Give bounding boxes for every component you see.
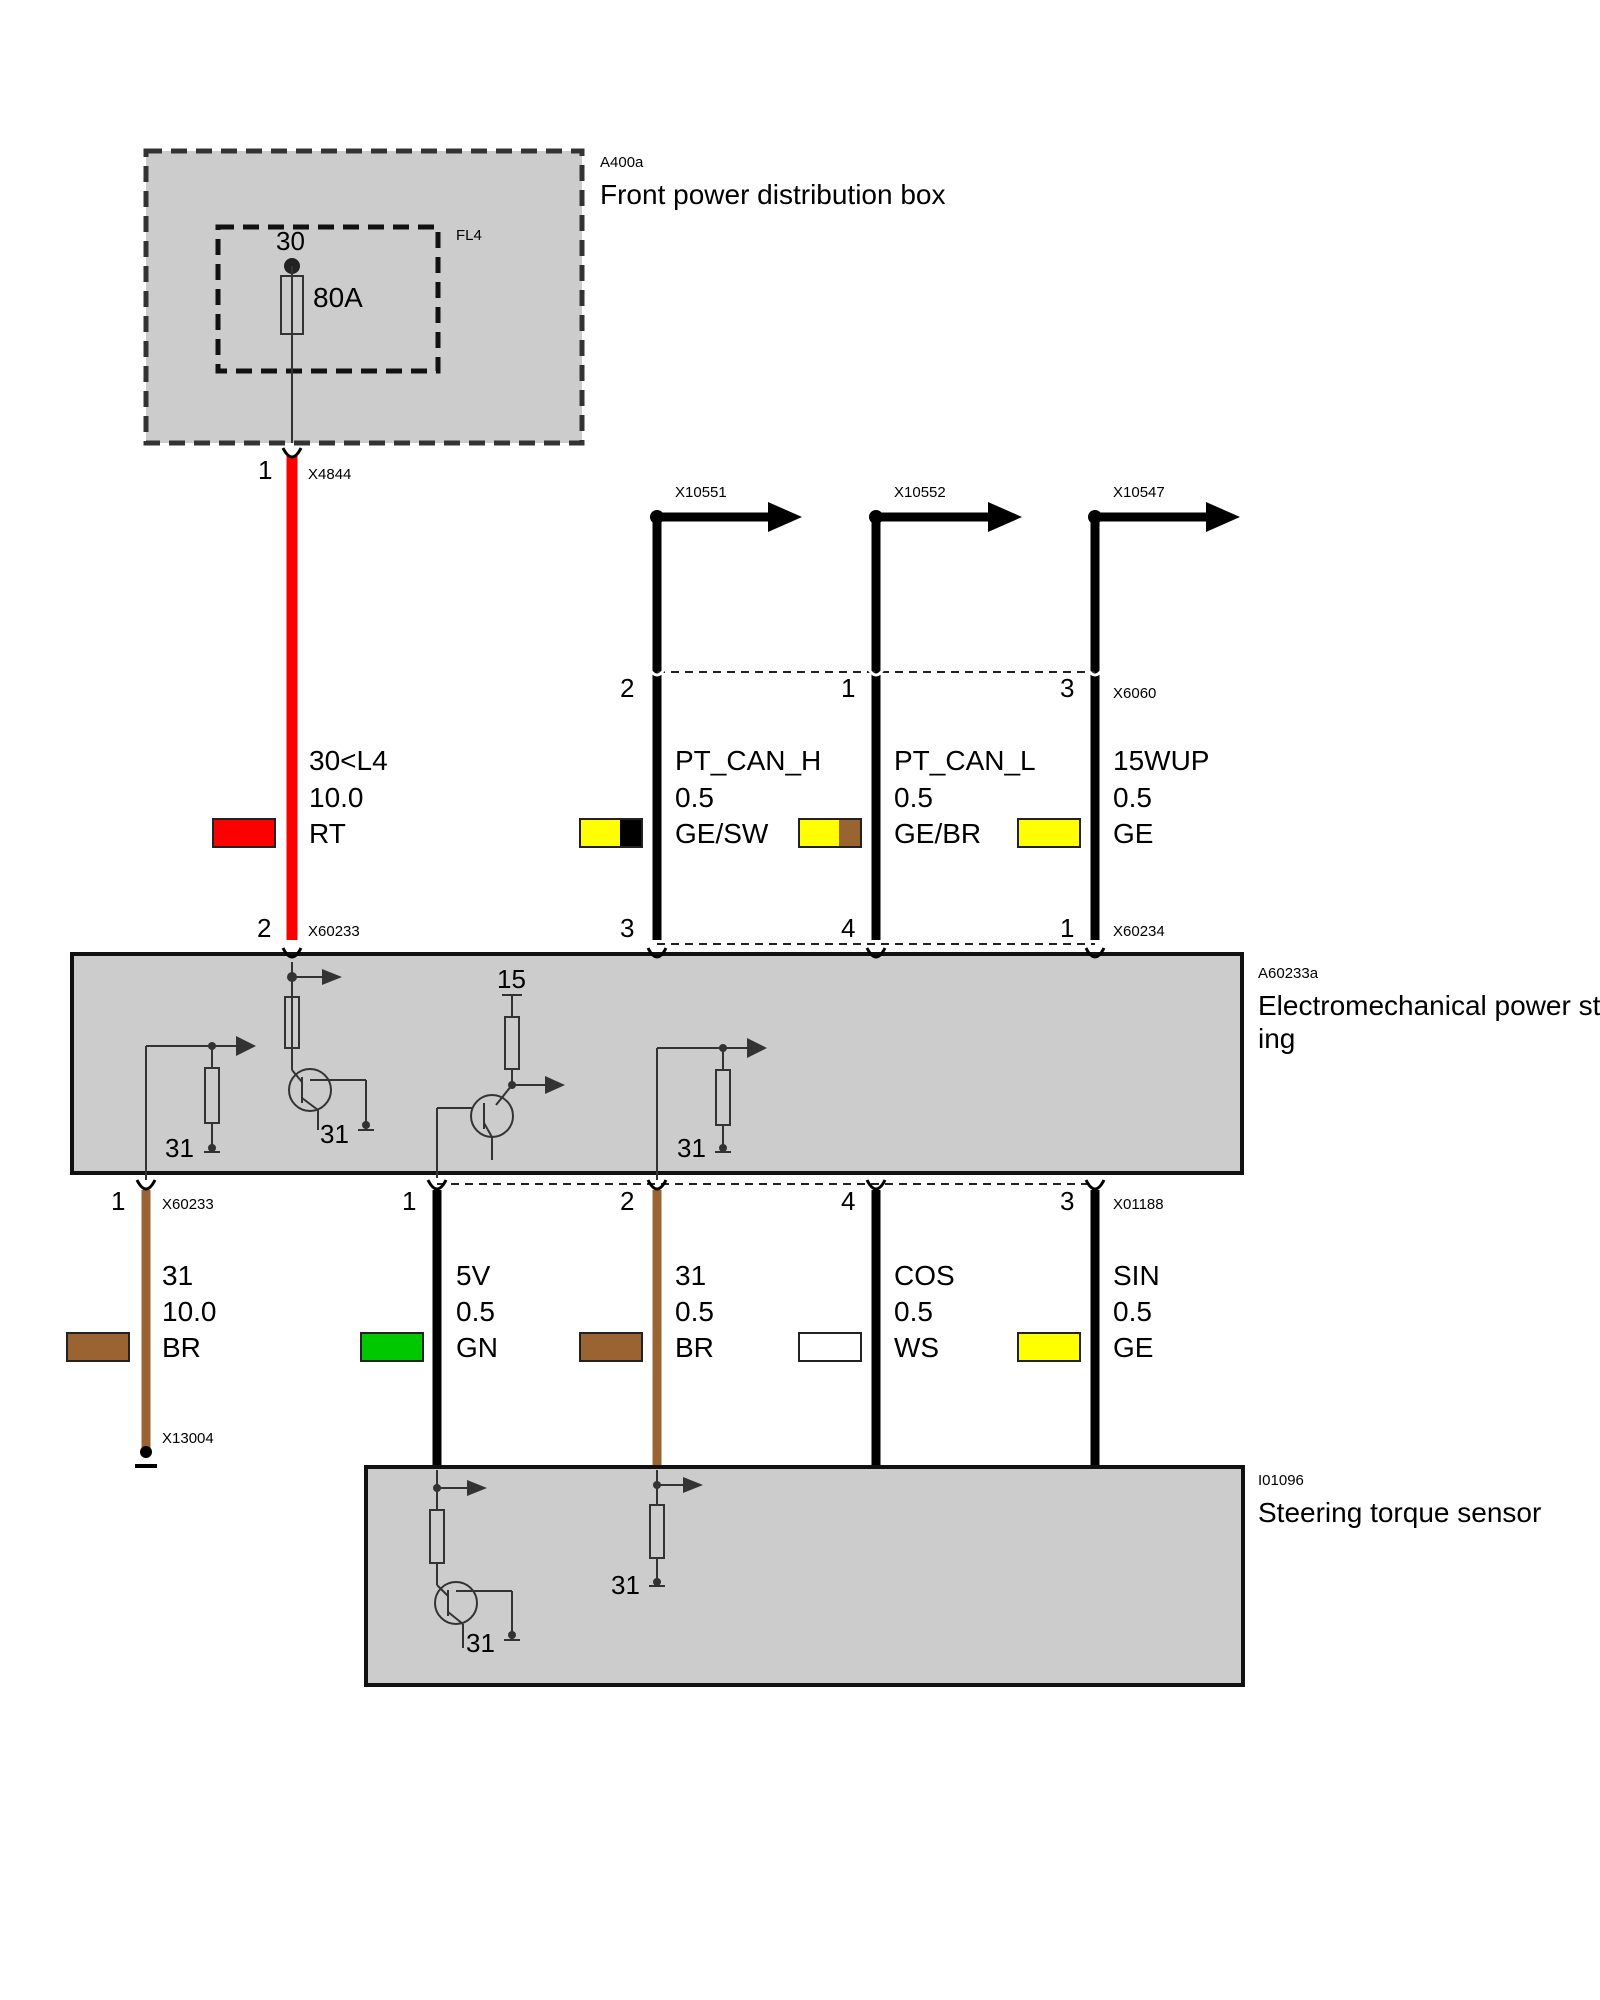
eps-name-line1: Electromechanical power st bbox=[1258, 990, 1600, 1021]
fuse-rating: 80A bbox=[313, 282, 363, 313]
v5-color: GN bbox=[456, 1332, 498, 1363]
ground-wire-signal: 31 bbox=[162, 1260, 193, 1291]
cos-signal: COS bbox=[894, 1260, 955, 1291]
v5-gauge: 0.5 bbox=[456, 1296, 495, 1327]
x60233-bottom-pin: 1 bbox=[111, 1186, 125, 1216]
ground2-signal: 31 bbox=[675, 1260, 706, 1291]
x6060-pin-c: 3 bbox=[1060, 673, 1074, 703]
sensor-ground-label-transistor: 31 bbox=[466, 1628, 495, 1658]
x10551-arrow-icon bbox=[768, 502, 802, 532]
ground-wire-color: BR bbox=[162, 1332, 201, 1363]
eps-ground-sense-circuit bbox=[145, 1045, 236, 1180]
fuse-terminal-label: 30 bbox=[276, 226, 305, 256]
wup-signal: 15WUP bbox=[1113, 745, 1209, 776]
x01188-pin-b: 2 bbox=[620, 1186, 634, 1216]
eps-ignition-circuit bbox=[436, 994, 545, 1178]
cos-gauge: 0.5 bbox=[894, 1296, 933, 1327]
x10552-label: X10552 bbox=[894, 484, 946, 501]
ground2-swatch bbox=[579, 1332, 643, 1362]
v5-swatch bbox=[360, 1332, 424, 1362]
eps-power-input-circuit bbox=[284, 962, 374, 1131]
power-wire-swatch bbox=[212, 818, 276, 848]
power-wire-gauge: 10.0 bbox=[309, 782, 364, 813]
power-box-id: A400a bbox=[600, 154, 644, 171]
sensor-ground-label-resistor: 31 bbox=[611, 1570, 640, 1600]
x60233-top-label: X60233 bbox=[308, 923, 360, 940]
pt-can-h-signal: PT_CAN_H bbox=[675, 745, 821, 776]
wup-swatch bbox=[1017, 818, 1081, 848]
cos-swatch bbox=[798, 1332, 862, 1362]
power-wire-signal: 30<L4 bbox=[309, 745, 388, 776]
sin-color: GE bbox=[1113, 1332, 1153, 1363]
x60234-pin-b: 4 bbox=[841, 913, 855, 943]
x01188-pin-c: 4 bbox=[841, 1186, 855, 1216]
pt-can-l-color: GE/BR bbox=[894, 818, 981, 849]
power-distribution-box bbox=[143, 148, 585, 446]
eps-ground-label-right: 31 bbox=[677, 1133, 706, 1163]
x13004-label: X13004 bbox=[162, 1430, 214, 1447]
ground-wire-gauge: 10.0 bbox=[162, 1296, 217, 1327]
x01188-pin-d: 3 bbox=[1060, 1186, 1074, 1216]
fuse-box-outline bbox=[215, 224, 441, 374]
pt-can-l-swatch bbox=[798, 818, 862, 848]
x01188-pin-a: 1 bbox=[402, 1186, 416, 1216]
ground2-gauge: 0.5 bbox=[675, 1296, 714, 1327]
sensor-wires bbox=[426, 1179, 1106, 1468]
x60234-label: X60234 bbox=[1113, 923, 1165, 940]
fuse-id: FL4 bbox=[456, 227, 482, 244]
sin-swatch bbox=[1017, 1332, 1081, 1362]
pt-can-l-gauge: 0.5 bbox=[894, 782, 933, 813]
x6060-label: X6060 bbox=[1113, 685, 1156, 702]
cos-color: WS bbox=[894, 1332, 939, 1363]
sin-signal: SIN bbox=[1113, 1260, 1160, 1291]
x10547-label: X10547 bbox=[1113, 484, 1165, 501]
connector-x4844-symbol bbox=[281, 447, 303, 459]
torque-sensor-id: I01096 bbox=[1258, 1472, 1304, 1489]
power-box-name: Front power distribution box bbox=[600, 179, 946, 210]
v5-signal: 5V bbox=[456, 1260, 491, 1291]
pt-can-h-swatch bbox=[579, 818, 643, 848]
x01188-label: X01188 bbox=[1113, 1196, 1164, 1213]
eps-right-ground-circuit bbox=[656, 1047, 747, 1180]
eps-ground-label-transistor: 31 bbox=[320, 1119, 349, 1149]
can-bus-wires bbox=[646, 502, 1240, 945]
x60234-pin-c: 1 bbox=[1060, 913, 1074, 943]
torque-sensor-module bbox=[364, 1465, 1245, 1687]
x10552-arrow-icon bbox=[988, 502, 1022, 532]
ground-wire-swatch bbox=[66, 1332, 130, 1362]
x10551-label: X10551 bbox=[675, 484, 727, 501]
wup-gauge: 0.5 bbox=[1113, 782, 1152, 813]
wup-color: GE bbox=[1113, 818, 1153, 849]
power-wire-color: RT bbox=[309, 818, 346, 849]
pt-can-h-gauge: 0.5 bbox=[675, 782, 714, 813]
torque-sensor-name: Steering torque sensor bbox=[1258, 1497, 1541, 1528]
eps-name-line2: ing bbox=[1258, 1023, 1295, 1054]
x6060-pin-b: 1 bbox=[841, 673, 855, 703]
pt-can-h-color: GE/SW bbox=[675, 818, 769, 849]
eps-supply-label: 15 bbox=[497, 964, 526, 994]
eps-id: A60233a bbox=[1258, 965, 1319, 982]
eps-ground-label-left: 31 bbox=[165, 1133, 194, 1163]
sin-gauge: 0.5 bbox=[1113, 1296, 1152, 1327]
ground-terminal-icon bbox=[140, 1446, 152, 1458]
x6060-pin-a: 2 bbox=[620, 673, 634, 703]
eps-module bbox=[70, 947, 1244, 1180]
x4844-pin: 1 bbox=[258, 455, 272, 485]
x60233-top-pin: 2 bbox=[257, 913, 271, 943]
pt-can-l-signal: PT_CAN_L bbox=[894, 745, 1036, 776]
x10547-arrow-icon bbox=[1206, 502, 1240, 532]
x4844-label: X4844 bbox=[308, 466, 351, 483]
x60233-bottom-label: X60233 bbox=[162, 1196, 214, 1213]
ground2-color: BR bbox=[675, 1332, 714, 1363]
x60234-pin-a: 3 bbox=[620, 913, 634, 943]
